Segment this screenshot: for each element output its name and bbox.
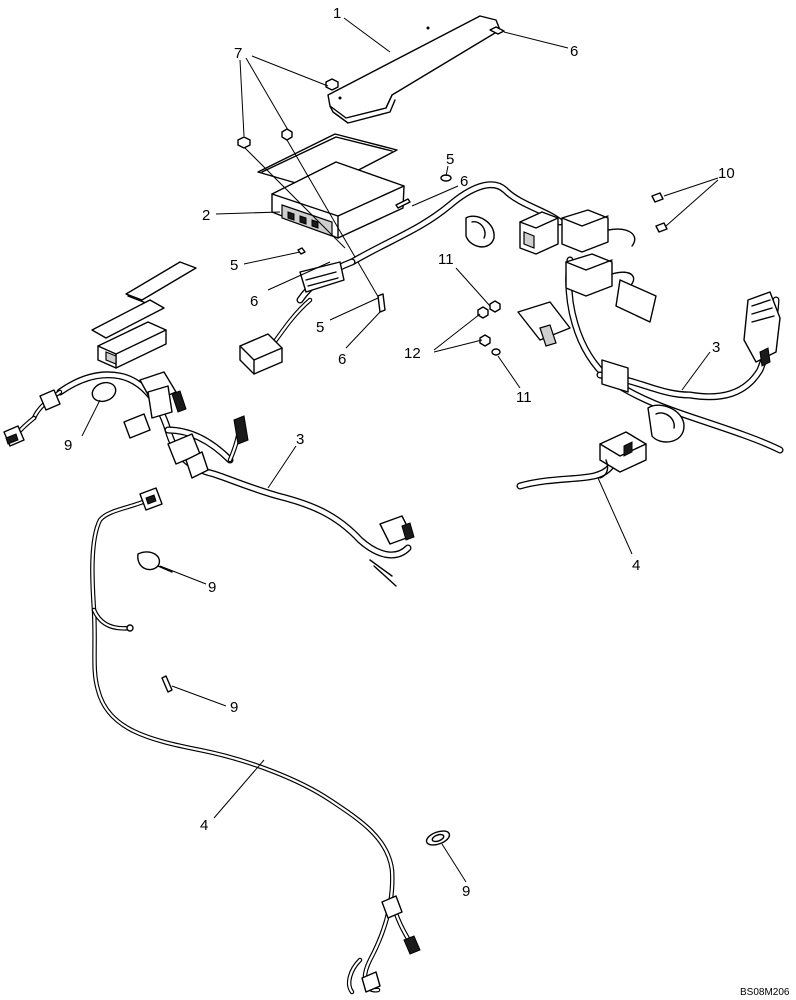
cover-plate: [327, 15, 501, 124]
callout-labels: 1 6 7 2 5 6 5 6 5 6 10 11 12 11 3 3 9 4 …: [64, 5, 790, 998]
callout-5: 5: [316, 319, 324, 336]
callout-7: 7: [234, 45, 242, 62]
control-module: [257, 133, 405, 239]
main-harness: [239, 181, 784, 454]
callout-10: 10: [718, 165, 735, 182]
callout-9: 9: [64, 437, 72, 454]
left-harness: [3, 371, 415, 587]
callout-2: 2: [202, 207, 210, 224]
callout-4: 4: [632, 557, 640, 574]
callout-3: 3: [296, 431, 304, 448]
callout-9: 9: [208, 579, 216, 596]
callout-11: 11: [438, 251, 454, 268]
callout-5: 5: [446, 151, 454, 168]
short-harness: [516, 431, 647, 490]
leader-lines: [81, 17, 719, 883]
callout-6: 6: [460, 173, 468, 190]
small-fasteners: [137, 192, 668, 846]
callout-6: 6: [250, 293, 258, 310]
callout-11: 11: [516, 389, 532, 406]
callout-9: 9: [230, 699, 238, 716]
callout-6: 6: [570, 43, 578, 60]
drawing-code: BS08M206: [740, 987, 790, 998]
callout-4: 4: [200, 817, 208, 834]
callout-9: 9: [462, 883, 470, 900]
callout-6: 6: [338, 351, 346, 368]
long-harness: [90, 487, 421, 995]
callout-5: 5: [230, 257, 238, 274]
display-module: [91, 261, 197, 369]
callout-1: 1: [333, 5, 341, 22]
callout-12: 12: [404, 345, 421, 362]
callout-3: 3: [712, 339, 720, 356]
